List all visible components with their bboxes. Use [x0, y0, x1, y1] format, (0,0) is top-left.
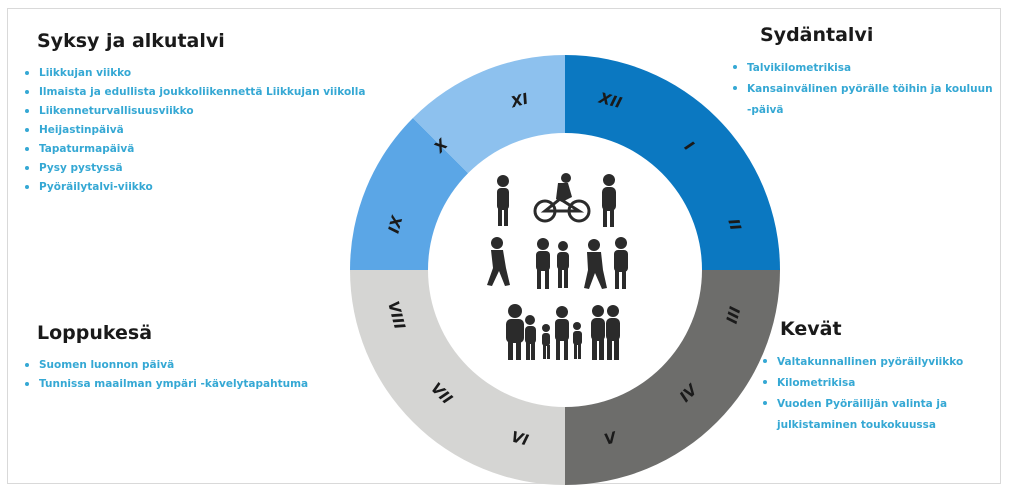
season-late-summer: Loppukesä Suomen luonnon päivä Tunnissa …	[22, 322, 382, 394]
list-item: Liikkujan viikko	[22, 64, 382, 83]
month-label: XII	[596, 89, 624, 113]
month-label: III	[723, 304, 745, 325]
list-item: Liikenneturvallisuusviikko	[22, 102, 382, 121]
season-midwinter: Sydäntalvi Talvikilometrikisa Kansainväl…	[730, 24, 1000, 121]
event-list: Valtakunnallinen pyöräilyviikko Kilometr…	[760, 352, 1000, 436]
list-item: Pysy pystyssä	[22, 159, 382, 178]
season-title: Loppukesä	[37, 322, 153, 344]
event-list: Talvikilometrikisa Kansainvälinen pyöräl…	[730, 58, 1000, 121]
diagram-frame	[7, 8, 1001, 484]
list-item: Valtakunnallinen pyöräilyviikko	[760, 352, 1000, 373]
walker-figure-6	[584, 239, 607, 289]
list-item: Vuoden Pyöräilijän valinta ja julkistami…	[760, 394, 1000, 436]
family-figure-3	[591, 305, 620, 360]
list-item: Talvikilometrikisa	[730, 58, 1000, 79]
walker-figure-2	[602, 174, 616, 227]
walker-figure-4	[536, 238, 550, 289]
season-title: Kevät	[780, 318, 842, 340]
event-list: Suomen luonnon päivä Tunnissa maailman y…	[22, 356, 382, 394]
list-item: Tunnissa maailman ympäri -kävelytapahtum…	[22, 375, 382, 394]
walker-figure-3	[487, 237, 510, 286]
list-item: Ilmaista ja edullista joukkoliikennettä …	[22, 83, 382, 102]
list-item: Pyöräilytalvi-viikko	[22, 178, 382, 197]
cyclist-figure	[533, 173, 591, 223]
month-label: IX	[385, 213, 407, 236]
family-figure-2	[542, 306, 582, 360]
season-title: Syksy ja alkutalvi	[37, 30, 225, 52]
list-item: Heijastinpäivä	[22, 121, 382, 140]
list-item: Tapaturmapäivä	[22, 140, 382, 159]
season-spring: Kevät Valtakunnallinen pyöräilyviikko Ki…	[760, 318, 1000, 436]
month-label: VI	[509, 428, 531, 450]
season-title: Sydäntalvi	[760, 24, 874, 46]
walker-figure-1	[497, 175, 509, 226]
event-list: Liikkujan viikko Ilmaista ja edullista j…	[22, 64, 382, 197]
month-label: XI	[508, 89, 531, 111]
walker-figure-5	[557, 241, 569, 288]
walker-figure-7	[614, 237, 628, 289]
family-figure-1	[506, 304, 536, 360]
list-item: Suomen luonnon päivä	[22, 356, 382, 375]
season-autumn-early-winter: Syksy ja alkutalvi Liikkujan viikko Ilma…	[22, 30, 382, 197]
list-item: Kilometrikisa	[760, 373, 1000, 394]
list-item: Kansainvälinen pyörälle töihin ja kouluu…	[730, 79, 1000, 121]
people-walking-cycling-icon	[487, 173, 628, 360]
month-label: II	[724, 217, 744, 233]
